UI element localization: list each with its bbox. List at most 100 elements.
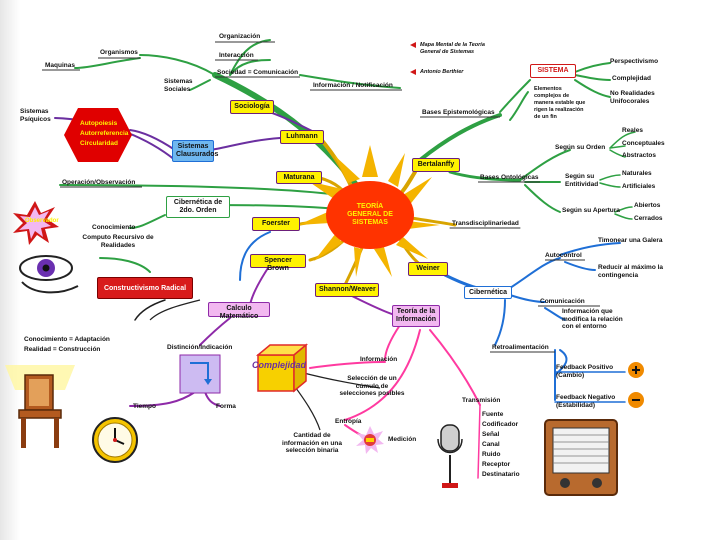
node-tiempo: Tiempo (133, 403, 156, 410)
node-luhmann: Luhmann (280, 130, 324, 144)
node-autocontrol: Autocontrol (545, 252, 582, 259)
node-feedback-positivo: Feedback Positivo (Cambio) (556, 364, 614, 379)
branch-reducir (564, 261, 596, 271)
node-maquinas: Maquinas (45, 62, 75, 69)
node-timonear: Timonear una Galera (598, 237, 663, 244)
node-computo: Computo Recursivo de Realidades (82, 234, 154, 249)
microphone-icon (437, 424, 463, 488)
node-realidad-construccion: Realidad = Construcción (24, 346, 101, 353)
branch-autopoiesis (129, 129, 176, 151)
branch-conocimiento (129, 214, 166, 229)
node-seleccion: Selección de un cúmulo de selecciones po… (339, 375, 405, 397)
slide-edge-shadow (0, 0, 20, 540)
observer-burst-icon (13, 201, 59, 245)
node-interaccion: Interacción (219, 52, 254, 59)
branch-info-que (544, 307, 566, 321)
transmision-item: Ruido (482, 451, 501, 458)
legend-arrow-1 (410, 42, 416, 48)
branch-foerster-down (239, 231, 271, 281)
node-conocimiento: Conocimiento (92, 224, 136, 231)
branch-cerrados (614, 213, 633, 220)
node-informacion: Información (360, 356, 398, 363)
arrow-complejidad-seleccion (299, 371, 381, 389)
legend-author: Antonio Berthier (420, 69, 464, 75)
branch-autocontrol (509, 257, 561, 289)
node-transmision: Transmisión (462, 397, 501, 404)
node-segun-entitividad: Según su Entitividad (565, 173, 599, 188)
node-elementos: Elementos complejos de manera estable qu… (534, 86, 586, 120)
node-comunicacion: Comunicación (540, 298, 585, 305)
branch-bases-epis (418, 113, 502, 162)
node-segun-orden: Según su Orden (555, 144, 606, 151)
node-feedback-negativo: Feedback Negativo (Estabilidad) (556, 394, 616, 409)
branch-naturales (599, 174, 621, 181)
node-transdisciplinariedad: Transdisciplinariedad (452, 220, 519, 227)
node-distincion: Distinción/Indicación (167, 344, 233, 351)
branch-sistemas-sociales (189, 79, 211, 91)
node-sociedad: Sociedad = Comunicación (217, 69, 299, 76)
branch-constructivismo (134, 299, 166, 321)
branch-sistema-up (499, 79, 531, 113)
branch-distincion (199, 317, 231, 346)
node-sistemas-clausurados: Sistemas Clausurados (172, 140, 218, 162)
branch-maquinas (74, 57, 141, 69)
legend-title: Mapa Mental de la Teoría General de Sist… (420, 42, 485, 55)
node-segun-apertura: Según su Apertura (562, 207, 620, 214)
radio-icon (544, 419, 618, 496)
branch-retro-right (554, 349, 568, 376)
node-perspectivismo: Perspectivismo (610, 58, 659, 65)
node-conocimiento-adaptacion: Conocimiento = Adaptación (24, 336, 110, 343)
node-organismos: Organismos (100, 49, 138, 56)
node-autorreferencia: Autorreferencia (80, 130, 129, 137)
node-observador: Observador (25, 218, 59, 224)
node-naturales: Naturales (622, 170, 652, 177)
branch-info-notif (299, 74, 401, 89)
node-sistemas-psiquicos: Sistemas Psíquicos (20, 108, 51, 123)
node-sociologia: Sociología (230, 100, 274, 114)
branch-abiertos (614, 206, 633, 213)
branch-bases-onto (448, 170, 522, 182)
node-info-notificacion: Información / Notificación (313, 82, 393, 89)
node-cerrados: Cerrados (634, 215, 663, 222)
branch-forma (204, 391, 221, 407)
node-maturana: Maturana (276, 171, 322, 184)
branch-complejidad-sis (574, 74, 611, 81)
node-complejidad: Complejidad (252, 360, 307, 370)
node-sistemas-sociales: Sistemas Sociales (164, 78, 193, 93)
transmision-item: Receptor (482, 461, 511, 468)
node-complejidad-sistema: Complejidad (612, 75, 652, 82)
branch-timonear (559, 242, 621, 256)
branch-perspectivismo (574, 62, 611, 73)
transmision-item: Señal (482, 431, 500, 438)
node-teoria-informacion: Teoría de la Información (392, 305, 440, 327)
transmision-item: Codificador (482, 421, 519, 428)
branch-abstractos (609, 149, 626, 158)
node-organizacion: Organización (219, 33, 261, 40)
node-autopoiesis: Autopoiesis (80, 120, 118, 127)
center-title: TEORÍA GENERAL DE SISTEMAS (347, 203, 393, 226)
node-retroalimentacion: Retroalimentación (492, 344, 549, 351)
cube-icon (255, 343, 309, 393)
node-cantidad: Cantidad de información en una selección… (282, 432, 342, 454)
branch-tiempo (129, 391, 196, 407)
branch-informacion-left (309, 361, 386, 369)
node-bertalanffy: Bertalanffy (412, 158, 460, 172)
branch-organizacion (229, 39, 271, 76)
branch-entropia (344, 329, 421, 421)
node-forma: Forma (216, 403, 236, 410)
node-entropia: Entropía (335, 418, 362, 425)
node-wiener: Weiner (408, 262, 448, 276)
branch-segun-apertura (524, 184, 561, 213)
node-artificiales: Artificiales (622, 183, 656, 190)
node-constructivismo: Constructivismo Radical (97, 277, 193, 299)
node-medicion: Medición (388, 436, 417, 443)
node-bases-ontologicas: Bases Ontológicas (480, 174, 539, 181)
node-conceptuales: Conceptuales (622, 140, 665, 147)
branch-clausurados (209, 137, 281, 151)
eye-icon (19, 255, 79, 294)
branch-teoria-info (349, 294, 396, 316)
node-cibernetica-2do: Cibernética de 2do. Orden (166, 196, 230, 218)
branch-segun-orden (519, 149, 571, 181)
plus-icon (628, 362, 644, 378)
